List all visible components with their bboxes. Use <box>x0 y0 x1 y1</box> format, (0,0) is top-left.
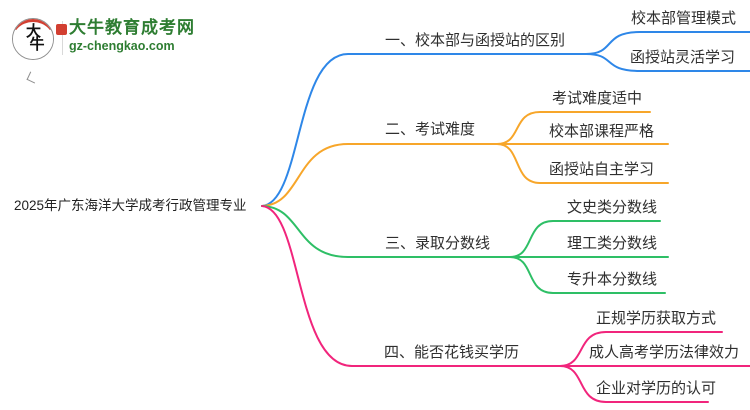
branch-1-child-1: 校本部管理模式 <box>631 10 737 27</box>
site-logo[interactable]: 大牛 大牛教育成考网 gz-chengkao.com <box>12 18 195 84</box>
branch-4-lines <box>261 205 750 403</box>
logo-characters: 大牛 <box>25 24 45 53</box>
branch-3-child-3: 专升本分数线 <box>567 271 658 288</box>
branch-2-child-3: 函授站自主学习 <box>549 161 655 178</box>
logo-title: 大牛教育成考网 <box>69 18 195 37</box>
logo-speech-bubble-icon: 大牛 <box>12 18 54 60</box>
branch-4-label: 四、能否花钱买学历 <box>384 344 520 361</box>
branch-2-label: 二、考试难度 <box>385 121 476 138</box>
mindmap-root-node: 2025年广东海洋大学成考行政管理专业 <box>14 198 247 213</box>
branch-2-child-2: 校本部课程严格 <box>549 123 655 140</box>
logo-divider <box>62 21 63 55</box>
branch-1-lines <box>261 31 750 207</box>
branch-4-child-2: 成人高考学历法律效力 <box>589 344 740 361</box>
branch-4-child-1: 正规学历获取方式 <box>596 310 717 327</box>
branch-3-child-2: 理工类分数线 <box>567 235 658 252</box>
branch-1-label: 一、校本部与函授站的区别 <box>385 32 566 49</box>
branch-3-label: 三、录取分数线 <box>385 235 491 252</box>
branch-3-child-1: 文史类分数线 <box>567 199 658 216</box>
logo-red-seal-icon <box>56 24 67 35</box>
logo-url: gz-chengkao.com <box>69 39 175 53</box>
branch-3-lines <box>261 205 669 294</box>
branch-4-child-3: 企业对学历的认可 <box>596 380 717 397</box>
branch-2-child-1: 考试难度适中 <box>552 90 643 107</box>
branch-1-child-2: 函授站灵活学习 <box>630 49 736 66</box>
branch-2-lines <box>261 111 669 207</box>
